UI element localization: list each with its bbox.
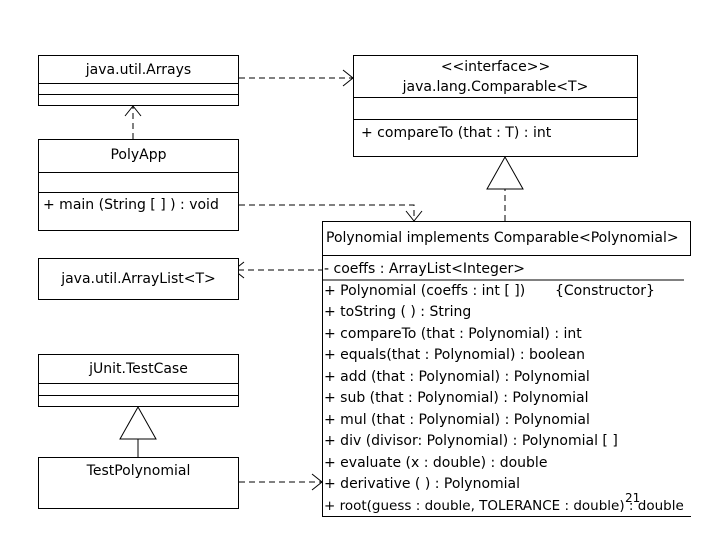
class-name-arrays: java.util.Arrays (39, 56, 238, 84)
operation-main: + main (String [ ] ) : void (43, 197, 219, 213)
realization-arrowhead (486, 155, 524, 190)
generalization-arrowhead (119, 405, 157, 440)
method-evaluate: + evaluate (x : double) : double (324, 454, 548, 471)
class-box-arrays: java.util.Arrays (38, 55, 239, 106)
class-name-polynomial: Polynomial implements Comparable<Polynom… (323, 222, 691, 256)
operation-compareto: + compareTo (that : T) : int (361, 125, 552, 141)
class-attributes-arrays (39, 84, 238, 95)
class-attributes-comparable (354, 98, 637, 120)
method-div: + div (divisor: Polynomial) : Polynomial… (324, 433, 618, 449)
constructor-note: {Constructor} (555, 282, 655, 299)
attribute-coeffs: - coeffs : ArrayList<Integer> (324, 261, 525, 277)
class-box-testpolynomial: TestPolynomial (38, 457, 239, 509)
class-operations-arrays (39, 95, 238, 105)
method-sub: + sub (that : Polynomial) : Polynomial (324, 390, 589, 406)
class-operations-testcase (39, 396, 238, 406)
class-box-arraylist: java.util.ArrayList<T> (38, 258, 239, 300)
method-derivative: + derivative ( ) : Polynomial (324, 476, 521, 492)
class-name-comparable: java.lang.Comparable<T> (402, 79, 589, 95)
polyapp-to-arrays-arrowhead (124, 105, 142, 117)
method-equals: + equals(that : Polynomial) : boolean (324, 347, 585, 363)
method-add: + add (that : Polynomial) : Polynomial (324, 368, 590, 385)
class-box-testcase: jUnit.TestCase (38, 354, 239, 407)
constructor-row: + Polynomial (coeffs : int [ ]) {Constru… (324, 281, 691, 303)
slide-number: 21 (625, 491, 641, 505)
class-operations-polyapp: + main (String [ ] ) : void (39, 193, 238, 217)
polyapp-to-polynomial-line (239, 204, 415, 221)
stereotype-interface: <<interface>> (440, 59, 551, 75)
class-name-testcase: jUnit.TestCase (39, 355, 238, 384)
class-attributes-testcase (39, 384, 238, 396)
method-compareto: + compareTo (that : Polynomial) : int (324, 325, 582, 342)
class-box-polynomial: Polynomial implements Comparable<Polynom… (322, 221, 691, 517)
class-header-comparable: <<interface>> java.lang.Comparable<T> (354, 56, 637, 98)
method-mul: + mul (that : Polynomial) : Polynomial (324, 411, 590, 428)
method-root: + root(guess : double, TOLERANCE : doubl… (324, 497, 684, 514)
class-name-testpolynomial: TestPolynomial (86, 463, 191, 479)
class-name-polyapp: PolyApp (39, 140, 238, 173)
class-members-polynomial: - coeffs : ArrayList<Integer> + Polynomi… (323, 256, 691, 517)
class-name-arraylist: java.util.ArrayList<T> (61, 271, 216, 287)
class-operations-comparable: + compareTo (that : T) : int (354, 120, 637, 145)
constructor-signature: + Polynomial (coeffs : int [ ]) (324, 282, 526, 299)
class-box-polyapp: PolyApp + main (String [ ] ) : void (38, 139, 239, 231)
class-box-comparable: <<interface>> java.lang.Comparable<T> + … (353, 55, 638, 157)
class-attributes-polyapp (39, 173, 238, 193)
method-tostring: + toString ( ) : String (324, 304, 472, 320)
